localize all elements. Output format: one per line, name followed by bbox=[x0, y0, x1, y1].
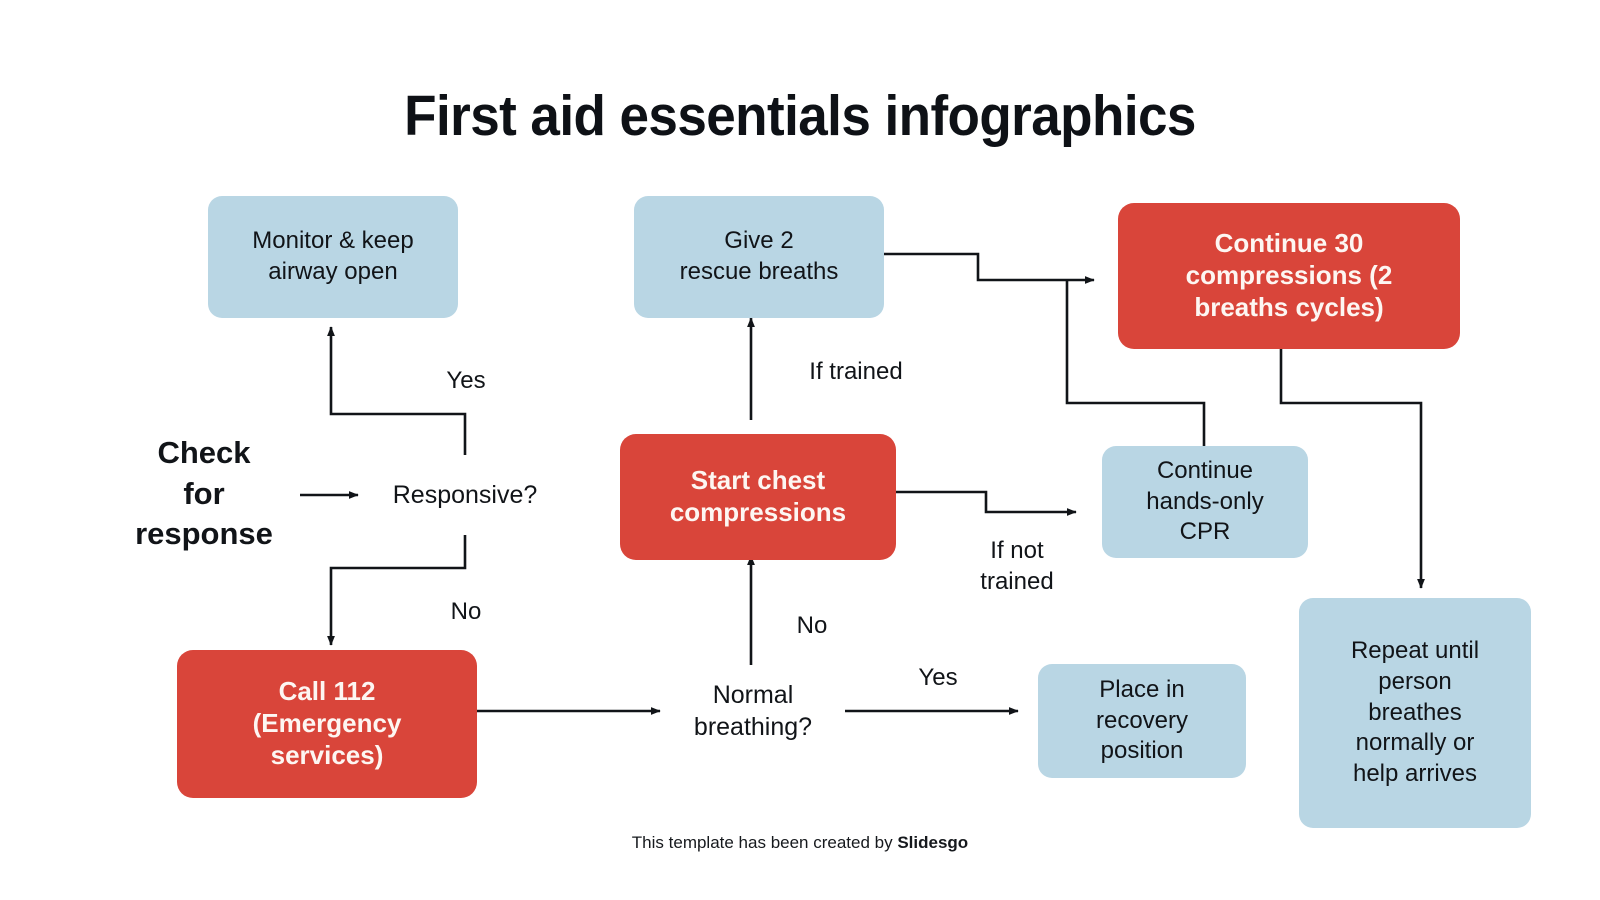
node-continue-30-compressions[interactable]: Continue 30 compressions (2 breaths cycl… bbox=[1118, 203, 1460, 349]
node-hands-only-cpr[interactable]: Continue hands-only CPR bbox=[1102, 446, 1308, 558]
node-responsive-decision: Responsive? bbox=[392, 480, 538, 509]
footer-credit: This template has been created by Slides… bbox=[0, 833, 1600, 853]
edge-label-if-not-trained: If not trained bbox=[980, 537, 1054, 595]
edge-breaths-to-continue30 bbox=[884, 252, 1095, 284]
node-call-112[interactable]: Call 112 (Emergency services) bbox=[177, 650, 477, 798]
edge-label-breathing-yes: Yes bbox=[918, 663, 958, 691]
edge-label-if-trained: If trained bbox=[809, 357, 903, 385]
node-monitor-airway[interactable]: Monitor & keep airway open bbox=[208, 196, 458, 318]
node-repeat-until[interactable]: Repeat until person breathes normally or… bbox=[1299, 598, 1531, 828]
node-recovery-position[interactable]: Place in recovery position bbox=[1038, 664, 1246, 778]
edge-label-responsive-yes: Yes bbox=[446, 366, 486, 394]
node-check-for-response: Check for response bbox=[135, 434, 273, 552]
node-start-compressions[interactable]: Start chest compressions bbox=[620, 434, 896, 560]
edge-label-responsive-no: No bbox=[450, 597, 482, 625]
page-title: First aid essentials infographics bbox=[404, 84, 1196, 148]
edge-label-breathing-no: No bbox=[796, 611, 828, 639]
node-rescue-breaths[interactable]: Give 2 rescue breaths bbox=[634, 196, 884, 318]
edge-compressions-if-not-trained bbox=[896, 490, 1077, 516]
footer-brand: Slidesgo bbox=[897, 833, 969, 852]
footer-prefix: This template has been created by bbox=[631, 833, 898, 852]
node-normal-breathing-decision: Normal breathing? bbox=[693, 680, 813, 742]
